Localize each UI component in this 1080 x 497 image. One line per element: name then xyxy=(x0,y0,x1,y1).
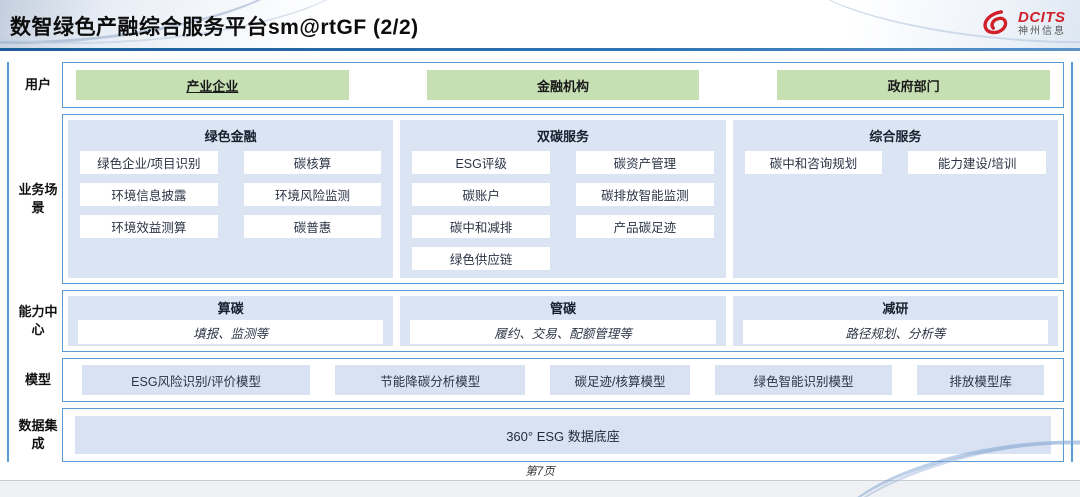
row-data-integration: 数据集成 360° ESG 数据底座 xyxy=(14,408,1064,462)
right-frame-line xyxy=(1071,62,1073,462)
models-row-box: ESG风险识别/评价模型 节能降碳分析模型 碳足迹/核算模型 绿色智能识别模型 … xyxy=(62,358,1064,402)
row-users: 用户 产业企业 金融机构 政府部门 xyxy=(14,62,1064,108)
footer-divider xyxy=(0,480,1080,481)
scenario-item[interactable]: 环境效益测算 xyxy=(80,215,218,238)
capability-title: 算碳 xyxy=(217,301,244,316)
model-box[interactable]: 绿色智能识别模型 xyxy=(714,365,893,395)
scenarios-row-box: 绿色金融 绿色企业/项目识别 碳核算 环境信息披露 环境风险监测 环境效益测算 … xyxy=(62,114,1064,284)
panel-green-finance: 绿色金融 绿色企业/项目识别 碳核算 环境信息披露 环境风险监测 环境效益测算 … xyxy=(68,120,394,278)
user-box-government[interactable]: 政府部门 xyxy=(777,70,1050,100)
row-models: 模型 ESG风险识别/评价模型 节能降碳分析模型 碳足迹/核算模型 绿色智能识别… xyxy=(14,358,1064,402)
esg-data-base-box[interactable]: 360° ESG 数据底座 xyxy=(75,416,1051,454)
panel-title: 双碳服务 xyxy=(536,129,589,144)
model-box[interactable]: ESG风险识别/评价模型 xyxy=(82,365,311,395)
data-row-box: 360° ESG 数据底座 xyxy=(62,408,1064,462)
scenario-item[interactable]: 碳中和咨询规划 xyxy=(744,151,883,174)
capability-title: 减研 xyxy=(882,301,909,316)
row-label-models: 模型 xyxy=(24,372,51,388)
scenario-item[interactable]: 绿色企业/项目识别 xyxy=(80,151,218,174)
scenario-item[interactable]: 能力建设/培训 xyxy=(908,151,1046,174)
user-box-label: 产业企业 xyxy=(186,78,239,94)
capability-row-box: 算碳 填报、监测等 管碳 履约、交易、配额管理等 减研 路径规划、分析等 xyxy=(62,290,1064,352)
row-label-users: 用户 xyxy=(24,77,51,93)
scenario-item[interactable]: 碳账户 xyxy=(412,183,550,206)
scenario-item[interactable]: ESG评级 xyxy=(412,151,550,174)
diagram-rows: 用户 产业企业 金融机构 政府部门 业务场景 绿色金融 绿色企业/项目识别 碳核… xyxy=(14,62,1064,468)
capability-title: 管碳 xyxy=(549,301,576,316)
scenario-item[interactable]: 碳普惠 xyxy=(243,215,382,238)
slide-header: 数智绿色产融综合服务平台sm@rtGF (2/2) DCITS 神州信息 xyxy=(0,0,1080,62)
title-underline xyxy=(0,48,1080,51)
user-box-industry[interactable]: 产业企业 xyxy=(76,70,349,100)
panel-title: 综合服务 xyxy=(869,129,922,144)
users-row-box: 产业企业 金融机构 政府部门 xyxy=(62,62,1064,108)
logo-brand: DCITS xyxy=(1018,8,1066,26)
footer-band xyxy=(0,481,1080,497)
scenario-item[interactable]: 环境信息披露 xyxy=(80,183,218,206)
scenario-item[interactable]: 碳核算 xyxy=(243,151,382,174)
capability-desc: 履约、交易、配额管理等 xyxy=(410,320,716,344)
page-number: 第7页 xyxy=(525,466,555,478)
row-label-data-integration: 数据集成 xyxy=(18,418,58,451)
user-box-label: 政府部门 xyxy=(887,78,940,94)
left-frame-line xyxy=(7,62,9,462)
capability-desc: 路径规划、分析等 xyxy=(742,320,1048,344)
panel-title: 绿色金融 xyxy=(204,129,257,144)
dual-carbon-items: ESG评级 碳资产管理 碳账户 碳排放智能监测 碳中和减排 产品碳足迹 绿色供应… xyxy=(409,151,716,270)
user-box-label: 金融机构 xyxy=(536,78,589,94)
row-capability-center: 能力中心 算碳 填报、监测等 管碳 履约、交易、配额管理等 减研 路径规划、分析… xyxy=(14,290,1064,352)
dcits-swirl-icon xyxy=(983,10,1008,35)
comprehensive-items: 碳中和咨询规划 能力建设/培训 xyxy=(742,151,1049,174)
green-finance-items: 绿色企业/项目识别 碳核算 环境信息披露 环境风险监测 环境效益测算 碳普惠 xyxy=(77,151,384,238)
row-label-capability-center: 能力中心 xyxy=(18,304,58,337)
row-business-scenarios: 业务场景 绿色金融 绿色企业/项目识别 碳核算 环境信息披露 环境风险监测 环境… xyxy=(14,114,1064,284)
page-title: 数智绿色产融综合服务平台sm@rtGF (2/2) xyxy=(10,16,419,39)
scenario-item[interactable]: 绿色供应链 xyxy=(412,247,550,270)
scenario-item[interactable]: 碳资产管理 xyxy=(575,151,714,174)
scenario-item[interactable]: 碳中和减排 xyxy=(412,215,550,238)
model-box[interactable]: 碳足迹/核算模型 xyxy=(550,365,690,395)
logo-brand-cn: 神州信息 xyxy=(1018,25,1066,37)
user-box-financial[interactable]: 金融机构 xyxy=(426,70,700,100)
dcits-logo: DCITS 神州信息 xyxy=(979,8,1066,38)
panel-comprehensive-services: 综合服务 碳中和咨询规划 能力建设/培训 xyxy=(732,120,1058,278)
model-box[interactable]: 节能降碳分析模型 xyxy=(335,365,526,395)
capability-panel-carbon-calc: 算碳 填报、监测等 xyxy=(68,296,394,346)
logo-text: DCITS 神州信息 xyxy=(1018,10,1066,37)
model-box[interactable]: 排放模型库 xyxy=(917,365,1044,395)
capability-panel-reduction-research: 减研 路径规划、分析等 xyxy=(732,296,1058,346)
scenario-item[interactable]: 碳排放智能监测 xyxy=(575,183,714,206)
capability-panel-carbon-manage: 管碳 履约、交易、配额管理等 xyxy=(400,296,726,346)
scenario-item[interactable]: 产品碳足迹 xyxy=(575,215,714,238)
panel-dual-carbon-services: 双碳服务 ESG评级 碳资产管理 碳账户 碳排放智能监测 碳中和减排 产品碳足迹… xyxy=(400,120,726,278)
scenario-item[interactable]: 环境风险监测 xyxy=(243,183,382,206)
row-label-business-scenarios: 业务场景 xyxy=(18,182,58,215)
capability-desc: 填报、监测等 xyxy=(78,320,384,344)
